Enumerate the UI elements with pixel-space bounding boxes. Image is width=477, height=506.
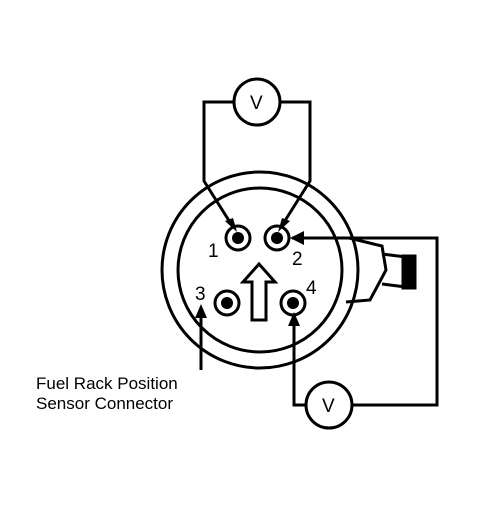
pin-2-contact (271, 232, 283, 244)
probe-arrowhead-pin-2 (278, 218, 290, 232)
key-arrow (239, 261, 279, 322)
bottom-voltmeter-label: V (322, 396, 335, 417)
pin-3-contact (221, 297, 233, 309)
pin-1-socket (224, 224, 252, 252)
connector-side-tab (345, 236, 388, 304)
caption-line-2: Sensor Connector (36, 394, 174, 413)
cable-end (401, 254, 417, 290)
caption-line-1: Fuel Rack Position (36, 374, 178, 393)
probe-arrowhead-pin-2-side (290, 231, 304, 245)
bottom-meter-lead-right (292, 236, 439, 407)
bottom-meter-lead-left (292, 314, 306, 407)
pin-4-label: 4 (306, 278, 317, 299)
connector-outer-ring (160, 170, 360, 370)
pin-1-contact (232, 232, 244, 244)
connector-inner-ring (176, 186, 344, 354)
pin-2-socket (263, 224, 291, 252)
probe-arrowhead-pin-1 (225, 218, 237, 232)
pin-3-socket (213, 289, 241, 317)
pin-1-label: 1 (208, 241, 219, 262)
probe-arrowhead-pin-4 (288, 312, 300, 326)
connector-caption: Fuel Rack Position Sensor Connector (36, 374, 178, 414)
pin-2-label: 2 (292, 249, 303, 270)
top-voltmeter-label: V (250, 93, 263, 114)
top-meter-lead-left (202, 100, 235, 228)
top-meter-lead-right (279, 100, 312, 228)
caption-pointer-arrowhead (195, 304, 207, 318)
pin-3-label: 3 (195, 284, 206, 305)
pin-4-contact (287, 297, 299, 309)
